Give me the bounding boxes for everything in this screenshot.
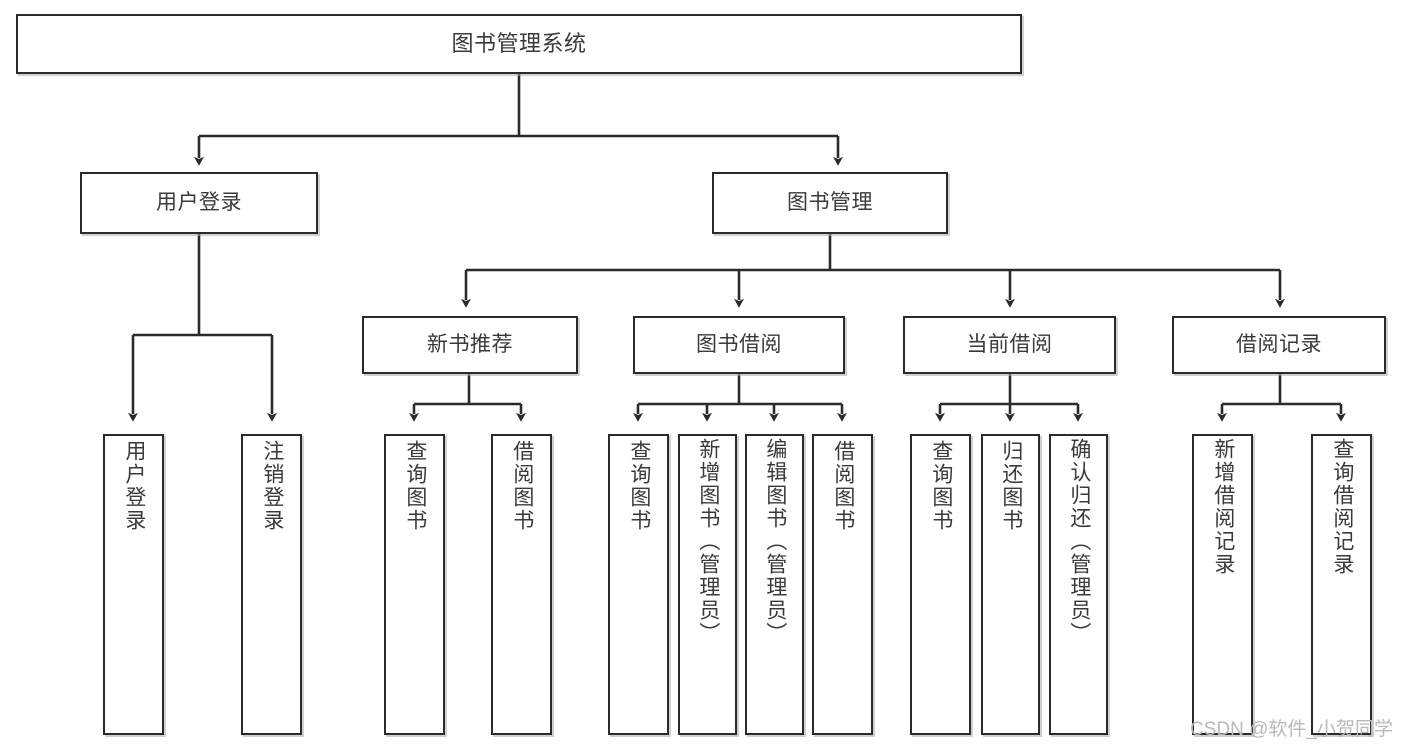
node-user-login[interactable]: 用户登录 xyxy=(80,172,318,234)
leaf-user-login-login[interactable]: 用户登录 xyxy=(103,434,164,735)
node-label: 图书管理系统 xyxy=(451,30,587,56)
leaf-borrow-record-add-record[interactable]: 新增借阅记录 xyxy=(1192,434,1253,735)
node-label: 查询图书 xyxy=(627,440,651,532)
node-root-system[interactable]: 图书管理系统 xyxy=(16,14,1022,74)
node-label: 新书推荐 xyxy=(427,332,513,356)
node-book-management[interactable]: 图书管理 xyxy=(712,172,948,234)
node-borrow-record[interactable]: 借阅记录 xyxy=(1172,316,1386,374)
leaf-book-borrow-add-book-admin[interactable]: 新增图书（管理员） xyxy=(678,434,737,735)
node-label: 查询图书 xyxy=(403,440,427,532)
node-label: 新增借阅记录 xyxy=(1211,438,1235,576)
leaf-book-borrow-edit-book-admin[interactable]: 编辑图书（管理员） xyxy=(745,434,804,735)
node-label: 当前借阅 xyxy=(966,332,1053,356)
csdn-watermark: CSDN @软件_小贺同学 xyxy=(1190,719,1393,740)
leaf-new-book-borrow-book[interactable]: 借阅图书 xyxy=(491,434,552,735)
node-label: 查询图书 xyxy=(929,440,953,532)
leaf-current-borrow-query-book[interactable]: 查询图书 xyxy=(910,434,971,735)
leaf-borrow-record-query-record[interactable]: 查询借阅记录 xyxy=(1311,434,1372,735)
leaf-current-borrow-return-book[interactable]: 归还图书 xyxy=(981,434,1040,735)
leaf-book-borrow-borrow-book[interactable]: 借阅图书 xyxy=(812,434,873,735)
node-current-borrow[interactable]: 当前借阅 xyxy=(903,316,1116,374)
node-label: 查询借阅记录 xyxy=(1330,438,1354,576)
node-label: 图书借阅 xyxy=(696,332,782,356)
node-label: 用户登录 xyxy=(122,440,146,532)
node-label: 确认归还（管理员） xyxy=(1067,438,1091,645)
node-label: 注销登录 xyxy=(260,440,284,532)
leaf-current-borrow-confirm-return-admin[interactable]: 确认归还（管理员） xyxy=(1049,434,1108,735)
node-label: 归还图书 xyxy=(999,440,1023,532)
node-book-borrow[interactable]: 图书借阅 xyxy=(633,316,845,374)
node-label: 图书管理 xyxy=(787,190,873,214)
node-label: 借阅记录 xyxy=(1236,332,1322,356)
node-label: 编辑图书（管理员） xyxy=(763,438,787,645)
leaf-user-login-logout[interactable]: 注销登录 xyxy=(241,434,302,735)
node-label: 借阅图书 xyxy=(831,440,855,532)
leaf-book-borrow-query-book[interactable]: 查询图书 xyxy=(608,434,669,735)
node-new-book-recommend[interactable]: 新书推荐 xyxy=(362,316,578,374)
node-label: 用户登录 xyxy=(156,190,242,214)
leaf-new-book-query-book[interactable]: 查询图书 xyxy=(384,434,445,735)
node-label: 借阅图书 xyxy=(510,440,534,532)
node-label: 新增图书（管理员） xyxy=(696,438,720,645)
